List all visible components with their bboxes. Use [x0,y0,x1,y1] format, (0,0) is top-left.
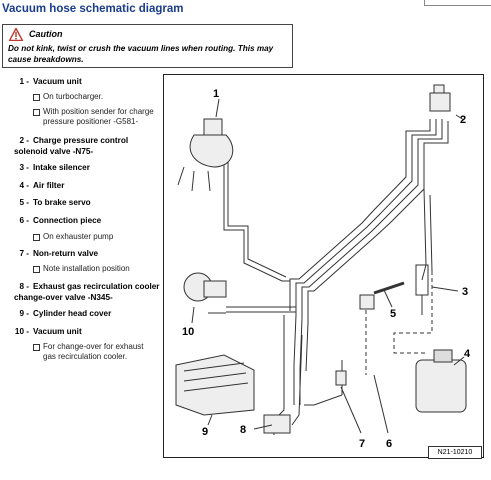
bullet-box-icon [33,344,40,351]
legend-item-10: 10 -Vacuum unit [14,327,82,336]
legend-item-5: 5 -To brake servo [19,198,91,207]
callout-2: 2 [460,114,466,126]
callout-5: 5 [390,308,396,320]
page-title: Vacuum hose schematic diagram [2,3,184,15]
caution-box: Caution Do not kink, twist or crush the … [2,24,293,68]
bullet-box-icon [33,234,40,241]
legend-sub: With position sender for charge pressure… [33,107,163,127]
legend-item-6: 6 -Connection piece [19,216,102,225]
legend-sub: For change-over for exhaust gas recircul… [33,342,158,362]
header-decoration [424,0,491,6]
caution-heading: Caution [29,29,63,39]
legend-sub: On exhauster pump [33,232,113,242]
bullet-box-icon [33,266,40,273]
callout-6: 6 [386,438,392,450]
diagram-drawing: 1 2 3 4 5 6 7 8 9 10 [175,84,471,450]
legend-item-1: 1 -Vacuum unit [19,77,82,86]
callout-1: 1 [213,88,219,100]
callout-10: 10 [182,326,194,338]
figure-id: N21-10210 [428,446,482,459]
bullet-box-icon [33,94,40,101]
legend-item-4: 4 -Air filter [19,181,65,190]
legend-item-7: 7 -Non-return valve [19,249,99,258]
bullet-box-icon [33,109,40,116]
callout-7: 7 [359,438,365,450]
callout-3: 3 [462,286,468,298]
legend-item-8: 8 -Exhaust gas recirculation cooler chan… [14,282,160,302]
vacuum-hose-diagram: 1 2 3 4 5 6 7 8 9 10 [163,74,484,458]
legend-sub: Note installation position [33,264,130,274]
callout-4: 4 [464,348,471,360]
callout-8: 8 [240,424,246,436]
legend-sub: On turbocharger. [33,92,103,102]
warning-icon [9,28,23,41]
legend-item-3: 3 -Intake silencer [19,163,90,172]
callout-9: 9 [202,426,208,438]
caution-text: Do not kink, twist or crush the vacuum l… [8,44,274,64]
legend-item-9: 9 -Cylinder head cover [19,309,112,318]
legend-item-2: 2 -Charge pressure control solenoid valv… [14,136,129,156]
